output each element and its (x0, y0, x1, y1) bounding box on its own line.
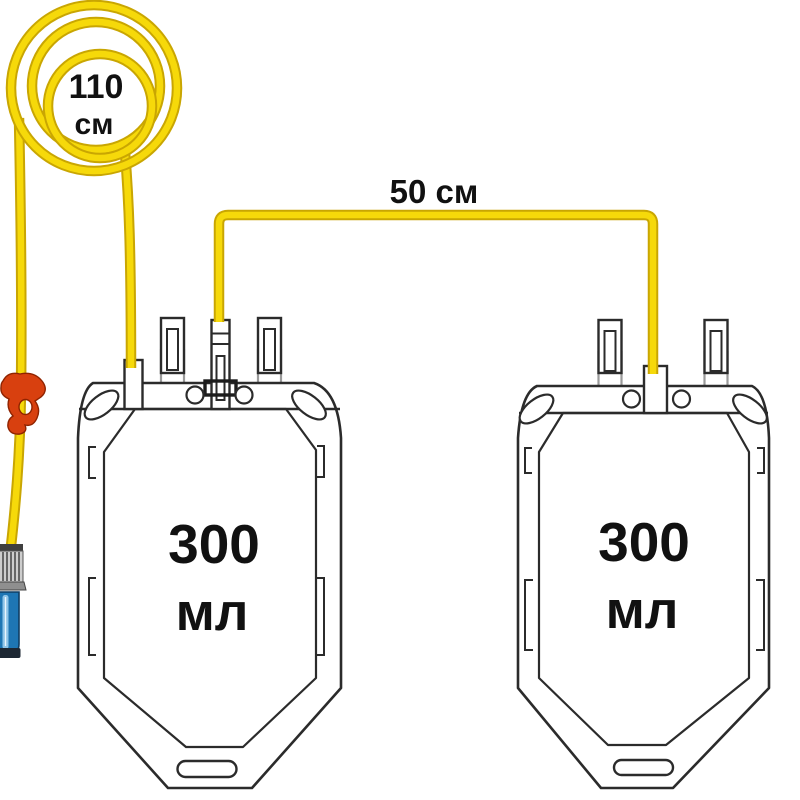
right-bag-bracket-mid-right (756, 579, 765, 651)
right-bag-bottom-slot (612, 758, 675, 777)
right-bag-volume-unit: мл (606, 581, 679, 640)
left-bag-hang-hole-right (291, 389, 327, 421)
left-bag-outline (76, 381, 343, 790)
left-bag-bracket-mid-left (88, 577, 96, 656)
right-bag-flange-hole-left (621, 389, 642, 409)
coiled-tube-110cm (5, 0, 183, 177)
left-bag-volume-unit: мл (176, 583, 249, 642)
coil-tail-to-bag-fill (121, 152, 135, 369)
needle-cap-end-band (0, 648, 21, 658)
left-bag-inner-seam (102, 407, 318, 749)
connector-cannula (215, 355, 226, 401)
left-bag-bottom-slot (176, 759, 238, 779)
left-bag-spike-port-1-slot (166, 328, 179, 371)
coil-length-value: 110 (69, 68, 124, 106)
connector-collar (203, 379, 238, 397)
transfer-tube-50cm-fill (215, 211, 657, 374)
needle-assembly (0, 544, 27, 658)
right-bag-bracket-top-left (524, 447, 532, 474)
right-bag-bracket-mid-left (524, 579, 533, 651)
transfer-tube-length-label: 50 см (390, 173, 479, 210)
coil-loop-middle-fill (28, 18, 164, 154)
left-bag-spike-port-2-slot (263, 328, 276, 371)
needle-hub-flare (0, 581, 27, 591)
coil-loop-outer-fill (7, 1, 181, 175)
left-bag-flange-hole-left (185, 385, 205, 405)
left-bag-center-connector (203, 318, 238, 411)
left-bag-volume-value: 300 (168, 513, 260, 575)
right-bag-inner-seam (537, 411, 751, 747)
left-transfer-bag: 300 мл (76, 316, 343, 790)
left-bag-flange-hole-right (234, 385, 254, 405)
tube-clamp (0, 372, 46, 435)
right-transfer-bag: 300 мл (516, 318, 771, 790)
coil-loop-inner-fill (44, 50, 156, 162)
coil-length-unit: см (75, 108, 114, 141)
right-bag-hang-hole-right (732, 393, 768, 425)
right-bag-volume-value: 300 (598, 511, 690, 573)
right-bag-spike-port-1-slot (603, 330, 617, 372)
right-bag-flange-hole-right (671, 389, 692, 409)
needle-hub-top-band (0, 544, 23, 551)
left-bag-bracket-top-left (88, 446, 96, 479)
left-bag-bracket-mid-right (317, 577, 325, 656)
left-bag-hang-hole-left (83, 389, 120, 421)
right-bag-hang-hole-left (518, 393, 555, 425)
left-bag-bracket-top-right (317, 445, 325, 478)
needle-hub-ribs (2, 552, 20, 581)
right-bag-spike-port-2-slot (709, 330, 723, 372)
transfer-tube-50cm (213, 209, 659, 374)
right-bag-outline (516, 384, 771, 790)
right-bag-bracket-top-right (757, 447, 765, 474)
